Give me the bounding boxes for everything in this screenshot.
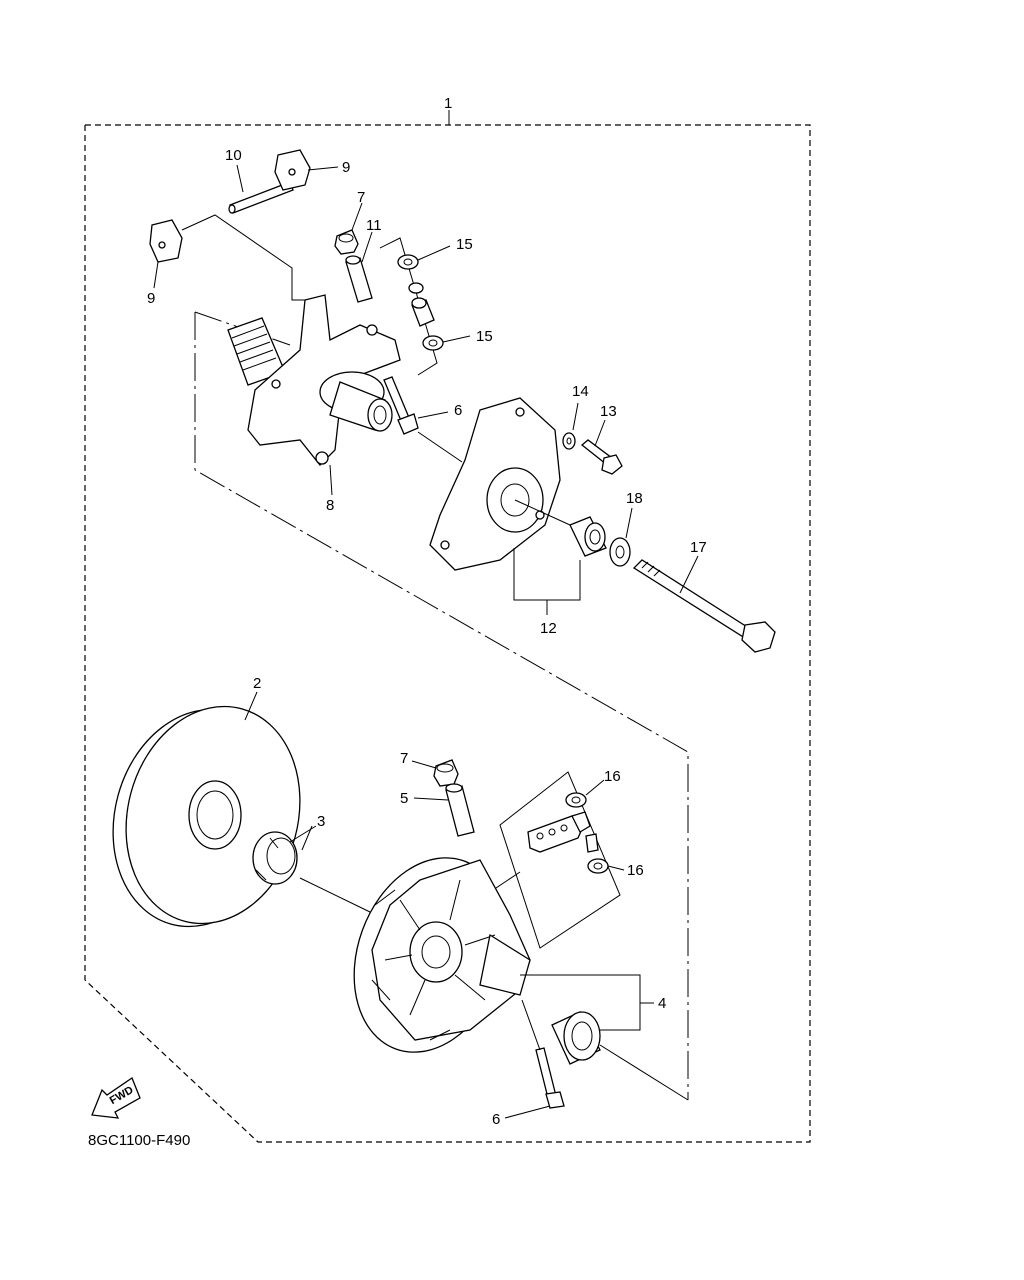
washer-part-16-upper: [565, 792, 587, 808]
assembly-outline: [84, 124, 811, 1143]
spider-part-8: [227, 294, 401, 466]
callout-16-lower: 16: [627, 862, 644, 879]
callout-9-upper: 9: [342, 159, 350, 176]
callout-7-upper: 7: [357, 189, 365, 206]
weight-part-9-upper: [274, 149, 311, 191]
callout-10: 10: [225, 147, 242, 164]
housing-part-4: [353, 857, 531, 1053]
callout-3: 3: [317, 813, 325, 830]
collar-part-11: [345, 255, 373, 303]
bolt-part-6-upper: [383, 376, 419, 435]
callout-7-lower: 7: [400, 750, 408, 767]
weight-part-9-lower: [149, 219, 183, 263]
callout-17: 17: [690, 539, 707, 556]
callout-18: 18: [626, 490, 643, 507]
long-bolt-part-17: [632, 559, 776, 653]
bolt-part-13: [580, 439, 623, 475]
roller-arm-part-16: [527, 811, 599, 853]
callout-12: 12: [540, 620, 557, 637]
callout-6-lower: 6: [492, 1111, 500, 1128]
callout-16-upper: 16: [604, 768, 621, 785]
bolt-part-6-lower: [535, 1047, 565, 1109]
pin-part-10: [228, 181, 294, 214]
diagram-code: 8GC1100-F490: [88, 1132, 190, 1149]
callout-9-lower: 9: [147, 290, 155, 307]
callout-6-upper: 6: [454, 402, 462, 419]
roller-part-15: [408, 282, 435, 327]
nut-part-7-upper: [334, 229, 359, 255]
cover-part-12: [429, 397, 561, 571]
bushing-part-12: [569, 516, 607, 557]
callout-8: 8: [326, 497, 334, 514]
bushing-part-3: [252, 831, 298, 885]
washer-part-16-lower: [587, 858, 609, 874]
callout-5: 5: [400, 790, 408, 807]
fwd-arrow-icon: FWD: [91, 1077, 141, 1119]
washer-part-15-lower: [422, 335, 444, 351]
callout-13: 13: [600, 403, 617, 420]
washer-part-14: [562, 432, 576, 450]
callout-15-lower: 15: [476, 328, 493, 345]
callout-4: 4: [658, 995, 666, 1012]
callout-11: 11: [366, 217, 382, 234]
washer-part-15-upper: [397, 254, 419, 270]
collar-part-5: [445, 783, 475, 837]
callout-2: 2: [253, 675, 261, 692]
callout-14: 14: [572, 383, 589, 400]
sheave-part-2: [112, 705, 301, 928]
washer-part-18: [609, 537, 631, 567]
callout-15-upper: 15: [456, 236, 473, 253]
ring-part-4: [551, 1011, 601, 1065]
callout-1: 1: [444, 95, 452, 112]
nut-part-7-lower: [433, 759, 459, 787]
